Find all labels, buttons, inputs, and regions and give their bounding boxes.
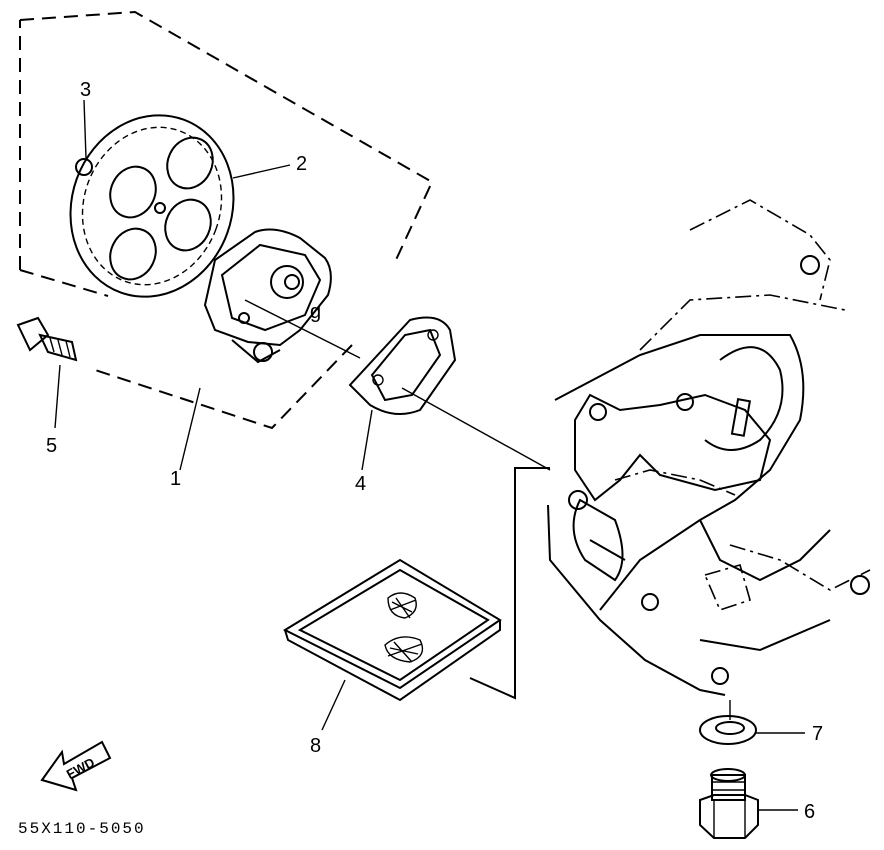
crankcase (547, 199, 871, 696)
callout-6: 6 (804, 801, 815, 823)
sprocket-gear (69, 114, 235, 298)
washer (699, 700, 757, 745)
drawing-code: 55X110-5050 (18, 820, 146, 838)
alignment-line-pump (244, 299, 361, 359)
pump-body: g (203, 228, 332, 364)
callout-1: 1 (170, 468, 181, 490)
assembly-outline-lower (19, 269, 109, 297)
fwd-label: FWD (64, 755, 97, 782)
callout-8: 8 (310, 735, 321, 757)
gasket (348, 316, 457, 415)
leader-8 (321, 679, 346, 731)
callout-7: 7 (812, 723, 823, 745)
callout-3: 3 (80, 79, 91, 101)
bracket-line (469, 467, 550, 700)
circlip (75, 99, 93, 176)
callout-2: 2 (296, 153, 307, 175)
leader-2 (232, 164, 291, 179)
pump-body-mark: g (310, 301, 321, 323)
callout-5: 5 (46, 435, 57, 457)
leader-1 (179, 387, 201, 471)
alignment-line-gasket (401, 387, 551, 471)
assembly-outline (19, 10, 434, 430)
fwd-arrow-icon: FWD (40, 740, 112, 792)
drain-plug (699, 768, 759, 839)
callout-4: 4 (355, 473, 366, 495)
bolt (16, 316, 78, 429)
oil-strainer (282, 558, 502, 702)
leader-4 (361, 409, 373, 471)
